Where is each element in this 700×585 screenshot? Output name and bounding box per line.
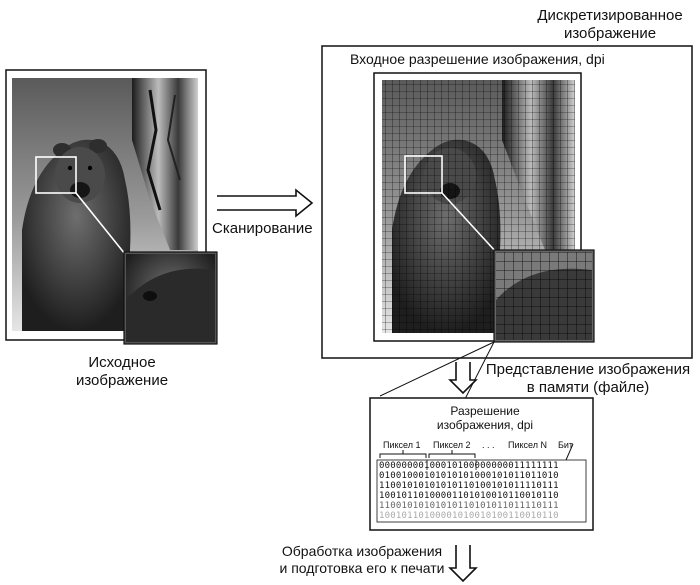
pixelN-label: Пиксел N: [508, 440, 547, 450]
bit-row: 10010110100001010010100110010110: [379, 511, 559, 521]
input-resolution-label: Входное разрешение изображения, dpi: [350, 51, 605, 67]
bit-row: 01001000101010101000101011011010: [379, 471, 559, 481]
memory-representation-label: Представление изображения в памяти (файл…: [485, 361, 691, 396]
source-image-label: Исходное изображение: [75, 354, 169, 389]
processing-label: Обработка изображения и подготовка его к…: [279, 543, 445, 576]
discretized-image-label: Дискретизированное изображение: [537, 7, 683, 42]
image-resolution-label: Разрешение изображения, dpi: [436, 404, 534, 432]
memory-arrow: [448, 362, 478, 395]
bit-table: 00000000100010100000000011111111 0100100…: [379, 461, 559, 521]
pixel2-label: Пиксел 2: [433, 440, 471, 450]
bit-row: 10010110100001101010010110010110: [379, 491, 559, 501]
ellipsis-label: . . .: [482, 440, 495, 450]
bit-label: Бит: [558, 440, 574, 450]
discretized-photo: [373, 72, 595, 343]
bit-row: 11001010101010110101011011110111: [379, 501, 559, 511]
bit-row: 11001010101010110100101011110111: [379, 481, 559, 491]
bit-row: 00000000100010100000000011111111: [379, 461, 559, 471]
pixel1-label: Пиксел 1: [383, 440, 421, 450]
processing-arrow: [448, 545, 478, 583]
source-photo: [5, 69, 218, 345]
scanning-arrow: [217, 188, 314, 218]
scanning-label: Сканирование: [212, 220, 313, 237]
memory-box: [369, 397, 594, 531]
